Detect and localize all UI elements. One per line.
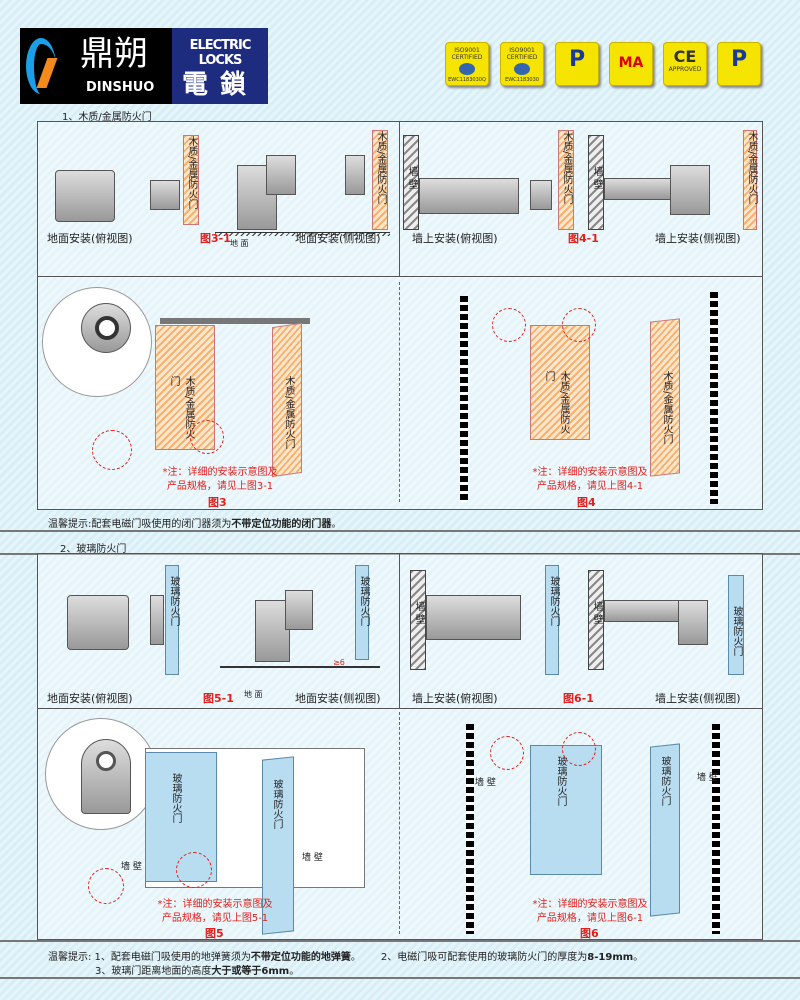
armature-side xyxy=(345,155,365,195)
wall-arm xyxy=(604,600,684,622)
wall-edge xyxy=(466,724,474,934)
note-fig5: *注：详细的安装示意图及产品规格，请见上图5-1 xyxy=(157,899,273,924)
glass-door-panel: 玻璃防火门 xyxy=(545,565,559,675)
wall: 墙 壁 xyxy=(403,135,419,230)
note-fig6: *注：详细的安装示意图及产品规格，请见上图6-1 xyxy=(532,899,648,924)
magnet-head xyxy=(678,600,708,645)
door-holder-side-view xyxy=(255,600,290,662)
fig-3-1-label: 图3-1 xyxy=(200,232,231,245)
brand-cn: 鼎朔 xyxy=(80,34,148,74)
cma-badge: MA xyxy=(609,42,653,86)
caption-floor-side: 地面安装(侧视图) xyxy=(295,232,381,245)
magnet-head xyxy=(285,590,313,630)
p-mark-badge: P xyxy=(555,42,599,86)
section-2-title: 2、玻璃防火门 xyxy=(60,544,127,555)
door-panel: 木质/金属防火门 xyxy=(558,130,574,230)
fig-4-label: 图4 xyxy=(577,496,596,509)
caption-wall-top: 墙上安装(俯视图) xyxy=(412,692,498,705)
wall-label: 墙 壁 xyxy=(475,778,496,788)
highlight-circle xyxy=(490,736,524,770)
caption-wall-side: 墙上安装(侧视图) xyxy=(655,232,741,245)
fig-3-label: 图3 xyxy=(208,496,227,509)
product-cn: 電鎖 xyxy=(181,70,258,100)
highlight-circle xyxy=(562,308,596,342)
note-fig3: *注：详细的安装示意图及产品规格，请见上图3-1 xyxy=(162,467,278,492)
ground-line xyxy=(215,232,390,236)
glass-door-panel: 玻璃防火门 xyxy=(355,565,369,660)
door-holder-top-view xyxy=(55,170,115,222)
highlight-circle xyxy=(190,420,224,454)
glass-door-panel: 玻璃防火门 xyxy=(650,743,680,917)
note-fig4: *注：详细的安装示意图及产品规格，请见上图4-1 xyxy=(532,467,648,492)
caption-wall-side: 墙上安装(侧视图) xyxy=(655,692,741,705)
ceiling xyxy=(160,318,310,324)
gap-dimension: ≥6 xyxy=(333,658,345,667)
fig-5-1-label: 图5-1 xyxy=(203,692,234,705)
fig-5-label: 图5 xyxy=(205,927,224,940)
door-panel: 木质/金属防火门 xyxy=(743,130,757,230)
fig-4-1-label: 图4-1 xyxy=(568,232,599,245)
wall-label: 墙 壁 xyxy=(697,773,718,783)
ground-line xyxy=(220,666,380,670)
fig-6-1-label: 图6-1 xyxy=(563,692,594,705)
door-panel: 木质/金属防火门 xyxy=(372,130,388,230)
door-holder-side-view xyxy=(237,165,277,230)
magnet-head xyxy=(266,155,296,195)
detail-zoom-circle xyxy=(45,718,157,830)
section-1-title: 1、木质/金属防火门 xyxy=(62,112,152,123)
caption-wall-top: 墙上安装(俯视图) xyxy=(412,232,498,245)
wall-door-holder-top xyxy=(426,595,521,640)
product-en: ELECTRIC LOCKS xyxy=(189,38,252,68)
door-holder-top-view xyxy=(67,595,129,650)
door-panel: 木质/金属防火门 xyxy=(650,318,680,477)
door-panel: 木质/金属防火门 xyxy=(183,135,199,225)
glass-clamp xyxy=(150,595,164,645)
tip-section-2-line2: 3、玻璃门距离地面的高度大于或等于6mm。 xyxy=(95,966,300,977)
wall-edge xyxy=(460,296,468,502)
wall-edge xyxy=(710,292,718,504)
highlight-circle xyxy=(92,430,132,470)
highlight-circle xyxy=(88,868,124,904)
ground-label: 地 面 xyxy=(244,690,263,699)
pp-badge: P xyxy=(717,42,761,86)
wall-arm xyxy=(604,178,674,200)
logo-swoosh-icon xyxy=(26,38,56,94)
glass-door-panel: 玻璃防火门 xyxy=(530,745,602,875)
highlight-circle xyxy=(492,308,526,342)
brand-en: DINSHUO xyxy=(86,80,155,95)
caption-floor-top: 地面安装(俯视图) xyxy=(47,232,133,245)
caption-floor-top: 地面安装(俯视图) xyxy=(47,692,133,705)
wall: 墙 壁 xyxy=(588,570,604,670)
wall: 墙 壁 xyxy=(410,570,426,670)
door-panel: 木质/金属防火门 xyxy=(272,322,302,478)
door-panel: 木质/金属防火门 xyxy=(530,325,590,440)
brand-logo: 鼎朔 DINSHUO ELECTRIC LOCKS 電鎖 xyxy=(20,28,268,104)
glass-door-panel: 玻璃防火门 xyxy=(165,565,179,675)
wall-edge xyxy=(712,724,720,934)
magnet-head xyxy=(670,165,710,215)
detail-zoom-circle xyxy=(42,287,152,397)
glass-door-panel: 玻璃防火门 xyxy=(728,575,744,675)
wall-label: 墙 壁 xyxy=(302,853,323,863)
caption-floor-side: 地面安装(侧视图) xyxy=(295,692,381,705)
tip-section-2-line1: 温馨提示: 1、配套电磁门吸使用的地弹簧须为不带定位功能的地弹簧。2、电磁门吸可… xyxy=(48,952,644,963)
armature-plate xyxy=(530,180,552,210)
fig-6-label: 图6 xyxy=(580,927,599,940)
armature-plate xyxy=(150,180,180,210)
wall-door-holder-top xyxy=(419,178,519,214)
highlight-circle xyxy=(176,852,212,888)
wall: 墙 壁 xyxy=(588,135,604,230)
highlight-circle xyxy=(562,732,596,766)
ground-label: 地 面 xyxy=(230,239,249,248)
tip-section-1: 温馨提示:配套电磁门吸使用的闭门器须为不带定位功能的闭门器。 xyxy=(48,519,342,530)
